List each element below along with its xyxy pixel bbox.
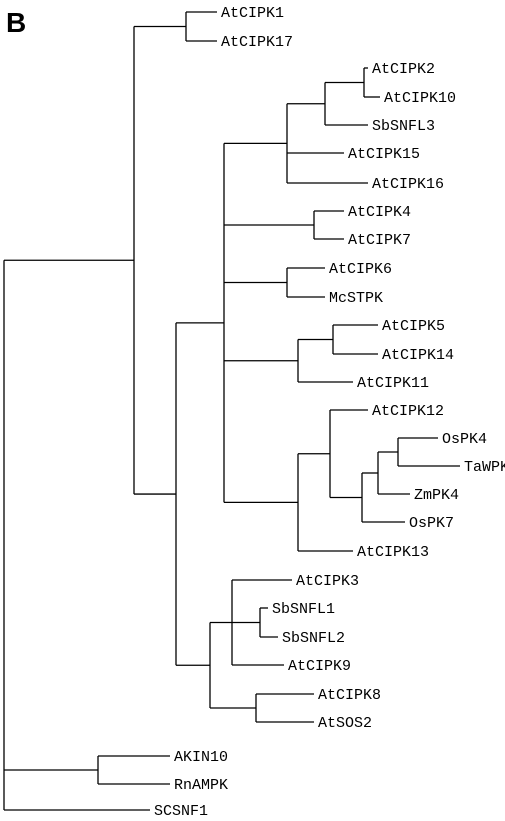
leaf-label-atcipk13: AtCIPK13: [357, 544, 429, 561]
panel-label: B: [6, 7, 26, 38]
leaf-label-atcipk6: AtCIPK6: [329, 261, 392, 278]
leaf-label-sbsnfl3: SbSNFL3: [372, 118, 435, 135]
leaf-label-atcipk3: AtCIPK3: [296, 573, 359, 590]
tree-branches: [3, 11, 460, 811]
leaf-label-atcipk1: AtCIPK1: [221, 5, 284, 22]
leaf-label-scsnf1: SCSNF1: [154, 803, 208, 820]
leaf-label-atsos2: AtSOS2: [318, 715, 372, 732]
leaf-label-atcipk16: AtCIPK16: [372, 176, 444, 193]
leaf-label-atcipk10: AtCIPK10: [384, 90, 456, 107]
leaf-label-atcipk17: AtCIPK17: [221, 34, 293, 51]
tree-leaf-labels: AtCIPK1AtCIPK17AtCIPK2AtCIPK10SbSNFL3AtC…: [154, 5, 505, 820]
leaf-label-atcipk4: AtCIPK4: [348, 204, 411, 221]
leaf-label-sbsnfl1: SbSNFL1: [272, 601, 335, 618]
leaf-label-atcipk14: AtCIPK14: [382, 347, 454, 364]
leaf-label-sbsnfl2: SbSNFL2: [282, 630, 345, 647]
leaf-label-atcipk12: AtCIPK12: [372, 403, 444, 420]
leaf-label-rnampk: RnAMPK: [174, 777, 228, 794]
leaf-label-atcipk2: AtCIPK2: [372, 61, 435, 78]
leaf-label-mcstpk: McSTPK: [329, 290, 383, 307]
leaf-label-zmpk4: ZmPK4: [414, 487, 459, 504]
leaf-label-atcipk7: AtCIPK7: [348, 232, 411, 249]
leaf-label-akin10: AKIN10: [174, 749, 228, 766]
leaf-label-atcipk11: AtCIPK11: [357, 375, 429, 392]
leaf-label-tawpk4: TaWPK4: [464, 459, 505, 476]
leaf-label-atcipk15: AtCIPK15: [348, 146, 420, 163]
leaf-label-ospk4: OsPK4: [442, 431, 487, 448]
leaf-label-atcipk5: AtCIPK5: [382, 318, 445, 335]
leaf-label-atcipk9: AtCIPK9: [288, 658, 351, 675]
leaf-label-atcipk8: AtCIPK8: [318, 687, 381, 704]
leaf-label-ospk7: OsPK7: [409, 515, 454, 532]
